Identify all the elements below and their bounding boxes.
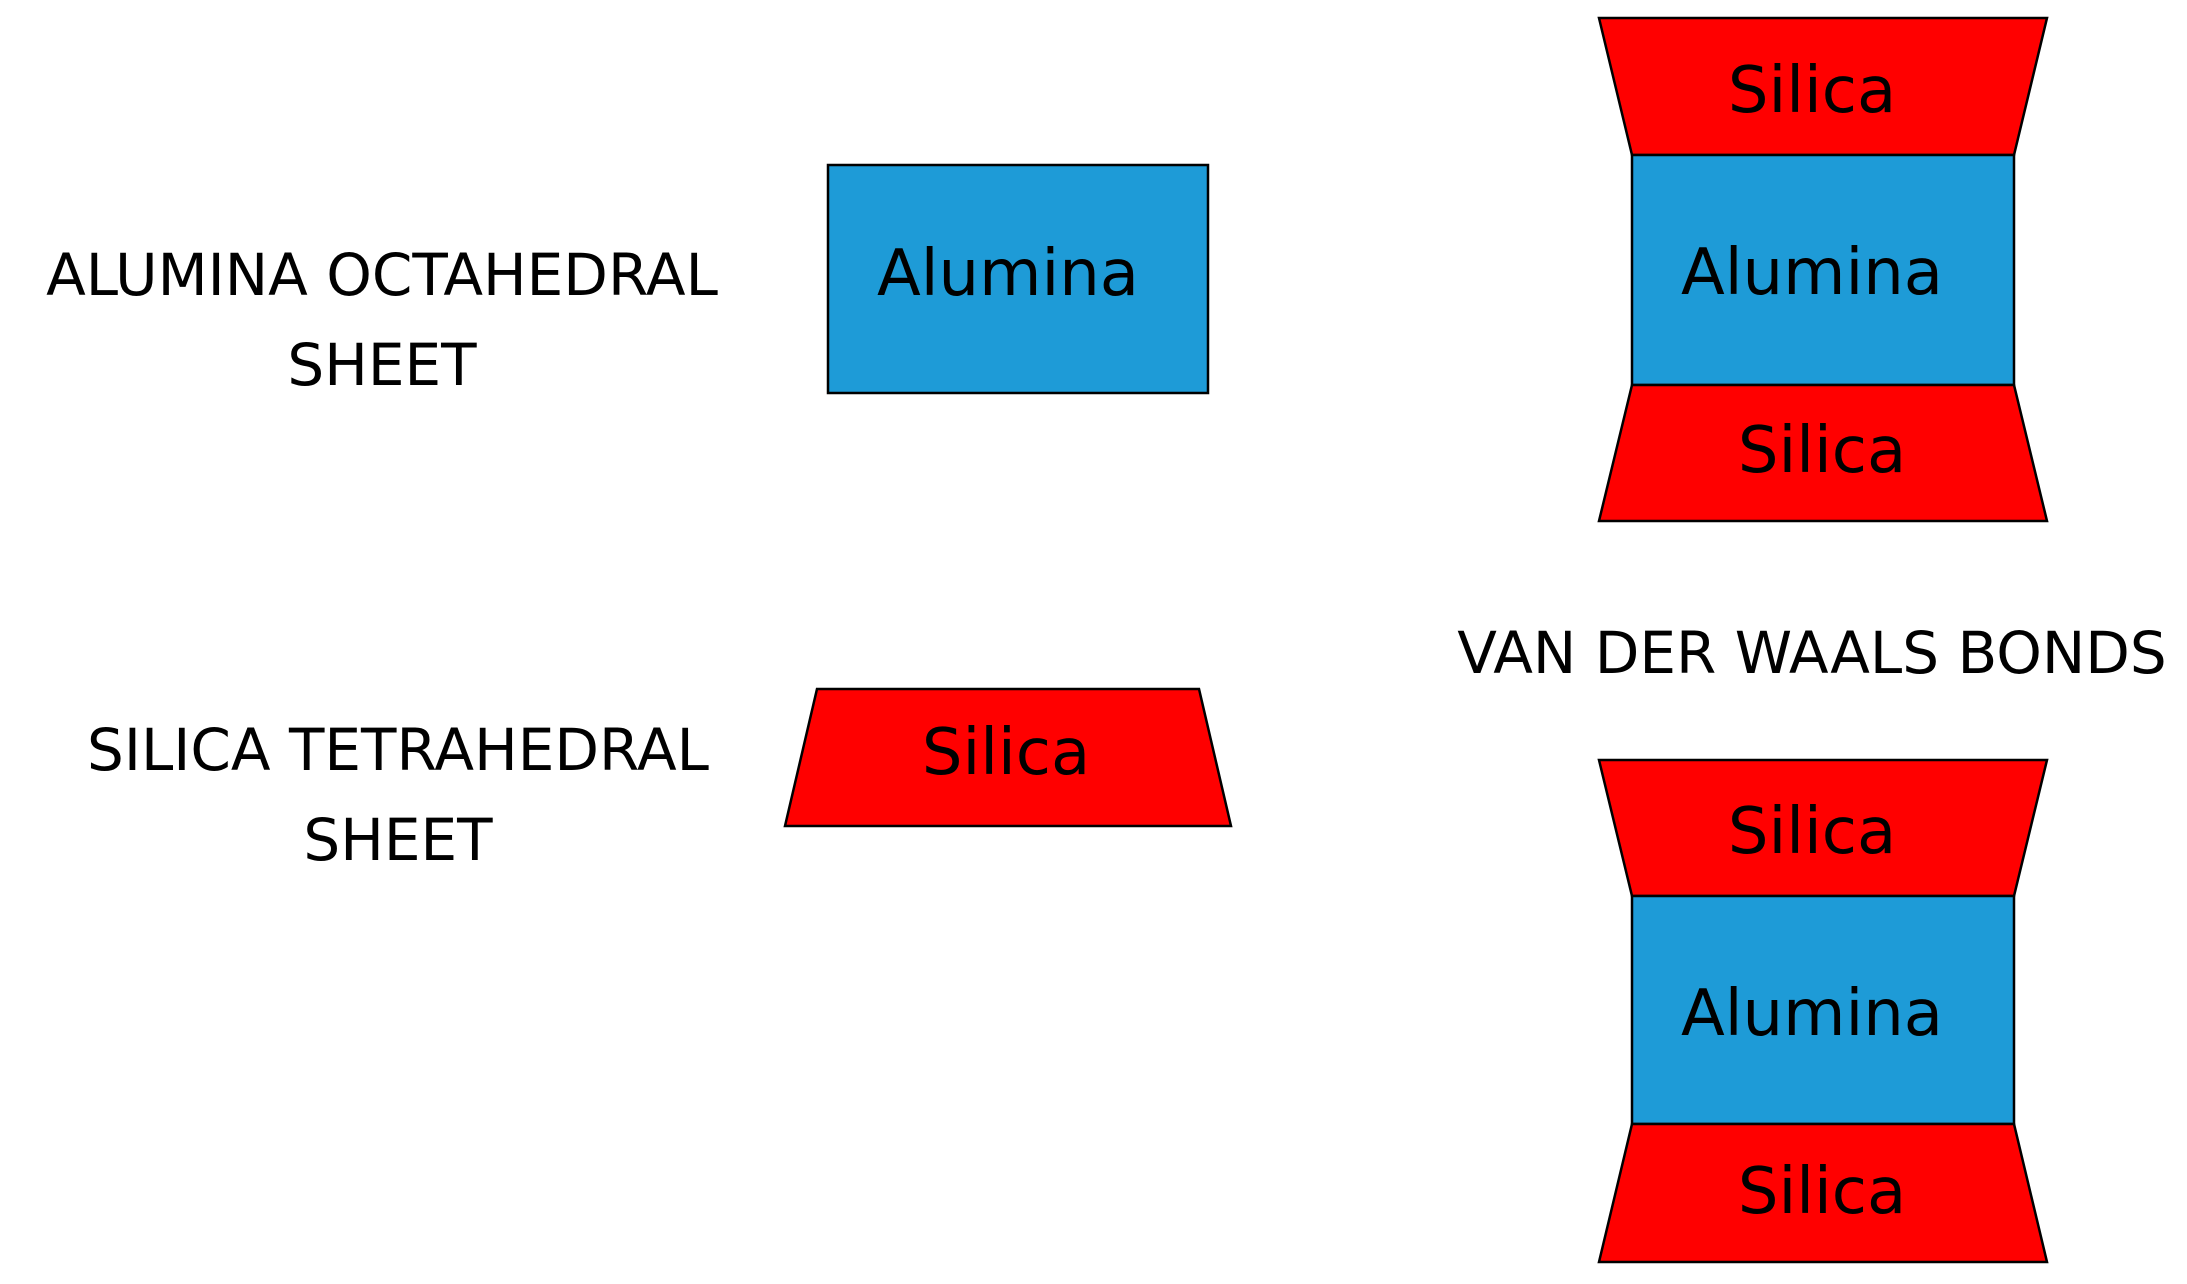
- alumina-sheet-shape: Alumina: [826, 163, 1210, 395]
- stack-bottom-alumina-text: Alumina: [1681, 977, 1943, 1051]
- stack-top-silica-lower: [1597, 383, 2049, 523]
- alumina-sheet-label-line2: SHEET: [287, 331, 477, 399]
- alumina-rect: [826, 163, 1210, 395]
- silica-trapezoid: [783, 687, 1233, 828]
- silica-sheet-label-line2: SHEET: [303, 806, 493, 874]
- tos-layer-stack-bottom: Silica Alumina Silica: [1597, 758, 2049, 1264]
- alumina-sheet-text: Alumina: [877, 237, 1139, 311]
- alumina-sheet-label-line1: ALUMINA OCTAHEDRAL: [46, 241, 718, 309]
- silica-sheet-text: Silica: [922, 716, 1090, 790]
- van-der-waals-bonds-label: VAN DER WAALS BONDS: [1457, 619, 2167, 687]
- silica-sheet-shape: Silica: [783, 687, 1233, 828]
- stack-bottom-alumina: [1630, 894, 2016, 1126]
- stack-top-alumina-text: Alumina: [1681, 236, 1943, 310]
- stack-top-silica-lower-text: Silica: [1738, 414, 1906, 488]
- tos-layer-stack-top: Silica Alumina Silica: [1597, 16, 2049, 523]
- stack-bottom-silica-lower: [1597, 1122, 2049, 1264]
- stack-bottom-silica-upper-text: Silica: [1728, 795, 1896, 869]
- stack-bottom-silica-lower-text: Silica: [1738, 1155, 1906, 1229]
- silica-sheet-label-line1: SILICA TETRAHEDRAL: [87, 716, 709, 784]
- stack-top-silica-upper-text: Silica: [1728, 54, 1896, 128]
